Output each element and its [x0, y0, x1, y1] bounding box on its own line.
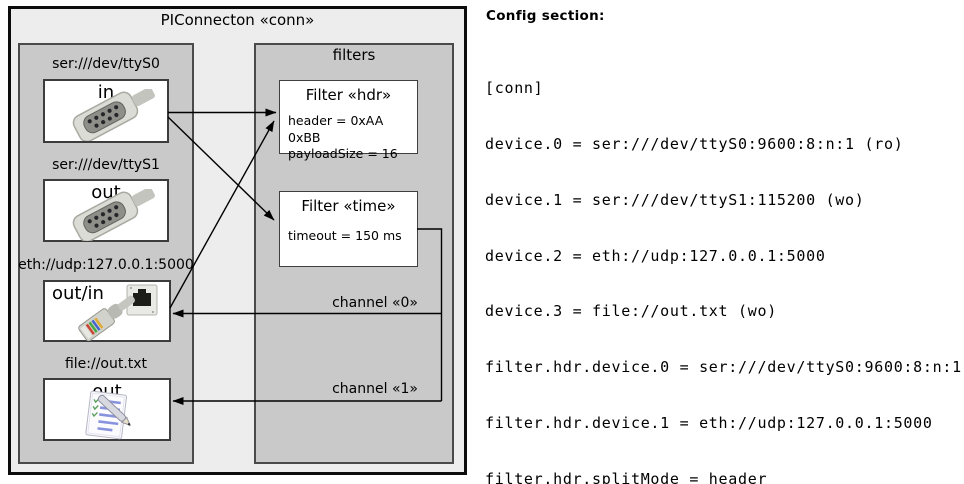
device-uri-label-ttys1: ser:///dev/ttyS1: [52, 157, 160, 173]
filter-title: Filter «time»: [301, 197, 396, 215]
channel-1-label: channel «1»: [332, 381, 418, 397]
filter-attribute: header = 0xAA 0xBB: [288, 113, 384, 145]
config-line: filter.hdr.splitMode = header: [485, 469, 768, 484]
device-uri-label-eth: eth://udp:127.0.0.1:5000: [18, 257, 194, 273]
serial-connector-icon: [72, 189, 155, 241]
config-line: device.0 = ser:///dev/ttyS0:9600:8:n:1 (…: [485, 134, 904, 153]
device-uri-label-file: file://out.txt: [64, 356, 148, 372]
filters-group-title: filters: [332, 46, 376, 64]
device-box-ttys0: in: [43, 79, 169, 143]
ethernet-connector-icon: [78, 284, 158, 341]
config-line: filter.hdr.device.0 = ser:///dev/ttyS0:9…: [485, 358, 962, 377]
serial-connector-icon: [72, 89, 155, 141]
device-box-file: out: [43, 378, 171, 441]
filter-attribute: payloadSize = 16: [288, 146, 398, 161]
config-line: [conn]: [485, 79, 544, 98]
config-line: filter.hdr.device.1 = eth://udp:127.0.0.…: [485, 413, 933, 432]
device-box-eth: out/in: [43, 280, 171, 342]
config-section-heading: Config section:: [486, 8, 605, 24]
channel-0-label: channel «0»: [332, 295, 418, 311]
device-uri-label-ttys0: ser:///dev/ttyS0: [52, 56, 160, 72]
config-line: device.1 = ser:///dev/ttyS1:115200 (wo): [485, 190, 865, 209]
notepad-icon: [85, 390, 132, 440]
config-line: device.3 = file://out.txt (wo): [485, 302, 777, 321]
diagram-title: PIConnecton «conn»: [160, 11, 315, 29]
filter-box-hdr: Filter «hdr» header = 0xAA 0xBB payloadS…: [279, 80, 418, 161]
device-direction-label: out/in: [52, 283, 104, 304]
filter-title: Filter «hdr»: [305, 86, 392, 104]
config-text: [conn] device.0 = ser:///dev/ttyS0:9600:…: [485, 42, 964, 484]
filter-attribute: timeout = 150 ms: [288, 228, 402, 243]
device-direction-label: in: [97, 82, 115, 103]
config-line: device.2 = eth://udp:127.0.0.1:5000: [485, 246, 826, 265]
filter-box-time: Filter «time» timeout = 150 ms: [279, 191, 418, 267]
device-box-ttys1: out: [43, 179, 169, 242]
